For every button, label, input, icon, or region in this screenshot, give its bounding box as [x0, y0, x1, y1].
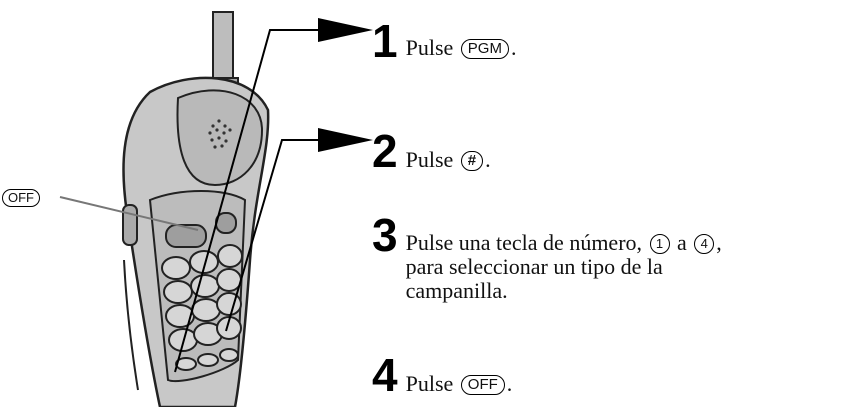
step-text-post: . [506, 371, 513, 396]
step-text-mid: a [677, 230, 687, 255]
off-key [165, 224, 207, 248]
step-number: 2 [372, 125, 398, 177]
speaker-holes [208, 119, 232, 149]
step-text: Pulse una tecla de número, 1 a 4, para s… [406, 231, 722, 303]
step-text-post: , [716, 230, 722, 255]
step-text-pre: Pulse una tecla de número, [405, 230, 643, 255]
step-text: Pulse PGM. [406, 36, 517, 60]
pgm-key-label: PGM [460, 39, 509, 59]
step-1: 1 Pulse PGM. [372, 18, 516, 64]
step2-leader-line [225, 139, 318, 332]
number-keys [161, 244, 243, 371]
off-callout-label: OFF [2, 189, 40, 207]
side-groove [123, 259, 139, 391]
step-4: 4 Pulse OFF. [372, 352, 512, 398]
number-key-4-label: 4 [694, 234, 715, 254]
number-key-1-label: 1 [649, 234, 670, 254]
side-button [122, 204, 138, 246]
step-text: Pulse OFF. [406, 372, 513, 396]
step-text-pre: Pulse [405, 35, 454, 60]
hash-key-label: # [460, 151, 484, 171]
step-text-pre: Pulse [405, 371, 454, 396]
step-number: 3 [372, 209, 398, 261]
off-key-label: OFF [460, 375, 505, 395]
step-2: 2 Pulse #. [372, 128, 491, 174]
step-number: 1 [372, 15, 398, 67]
step-text-line3: campanilla. [405, 278, 508, 303]
step1-arrow [318, 18, 373, 42]
off-leader-line [59, 196, 199, 231]
step2-arrow [318, 128, 373, 152]
step-number: 4 [372, 349, 398, 401]
step-3: 3 Pulse una tecla de número, 1 a 4, para… [372, 212, 722, 303]
step1-leader-line [174, 29, 318, 373]
step-text-pre: Pulse [405, 147, 454, 172]
step-text: Pulse #. [406, 148, 491, 172]
step-text-post: . [485, 147, 491, 172]
step-text-line2: para seleccionar un tipo de la [405, 254, 663, 279]
step-text-post: . [510, 35, 517, 60]
antenna [212, 11, 234, 83]
